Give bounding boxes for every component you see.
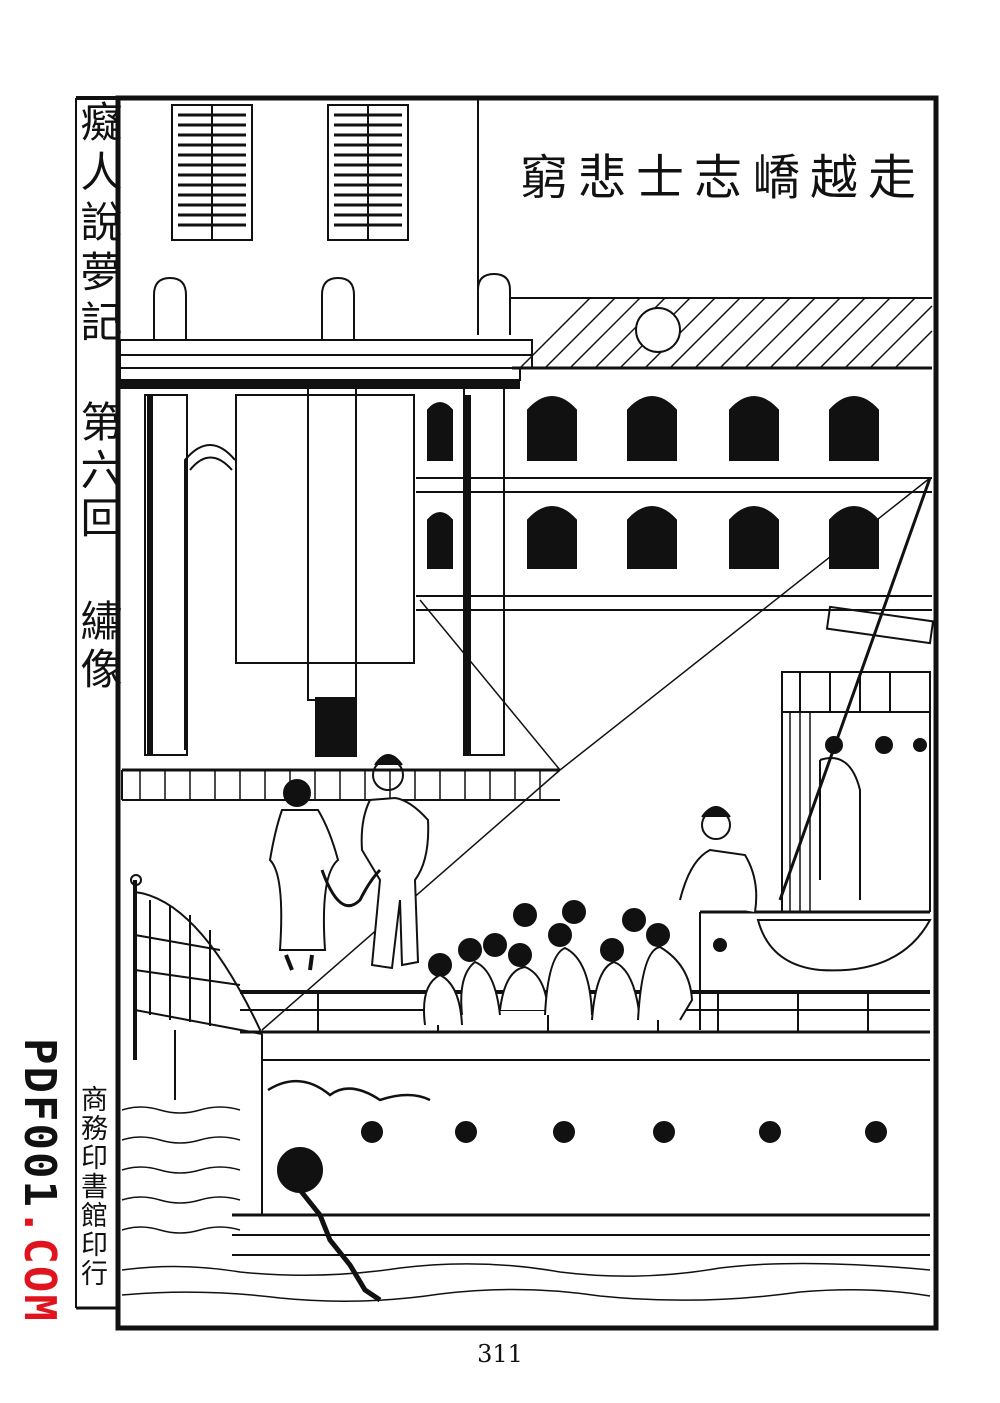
wharf	[121, 477, 931, 1031]
figures	[268, 754, 758, 1026]
picture-frame	[115, 95, 939, 1331]
book-title: 癡人說夢記	[74, 100, 123, 350]
site-watermark: PDF001.COM	[14, 1038, 65, 1323]
gangway	[130, 874, 263, 1100]
steamship	[232, 477, 935, 1303]
watermark-prefix: PDF001	[14, 1038, 65, 1209]
illustration-caption: 走越嶠志士悲窮	[520, 150, 927, 206]
page-number: 311	[477, 1340, 523, 1368]
building	[119, 100, 533, 757]
chapter-label: 第六回 繡像	[74, 400, 123, 695]
publisher-imprint: 商務印書館印行	[76, 1085, 107, 1288]
watermark-suffix: .COM	[14, 1208, 65, 1323]
water	[121, 1106, 931, 1302]
far-building	[416, 297, 933, 611]
